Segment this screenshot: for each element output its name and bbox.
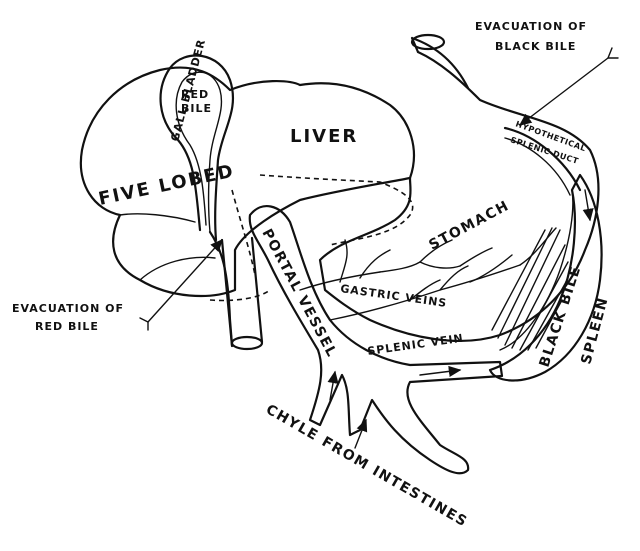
splenic-duct-inner bbox=[504, 137, 571, 196]
portal-vessel bbox=[248, 205, 504, 475]
label-red-bile-1: RED bbox=[181, 88, 209, 101]
spleen-arrow bbox=[582, 189, 594, 222]
liver-dashed-boundary bbox=[209, 189, 271, 302]
label-black-bile: BLACK BILE bbox=[537, 264, 585, 370]
stomach-dashed-boundary bbox=[259, 174, 414, 246]
liver-lobe-line-1 bbox=[119, 213, 196, 223]
vena-cava-tube bbox=[220, 236, 264, 348]
liver-outline bbox=[79, 66, 415, 298]
label-evac-red-2: RED BILE bbox=[35, 320, 99, 333]
black-bile-arrow bbox=[518, 57, 609, 126]
spleen-outline bbox=[488, 173, 603, 382]
spleen-inner bbox=[499, 189, 574, 351]
gall-bladder-outline bbox=[159, 54, 235, 242]
chyle-arrow-2 bbox=[354, 418, 368, 449]
esophagus-opening bbox=[410, 33, 446, 51]
spleen-hatching bbox=[491, 227, 569, 351]
chyle-arrow-1 bbox=[327, 370, 339, 401]
label-gastric-veins: GASTRIC VEINS bbox=[340, 282, 448, 310]
label-stomach: STOMACH bbox=[426, 198, 512, 254]
gall-bladder-inner bbox=[175, 71, 223, 233]
red-bile-arrow-tail bbox=[139, 317, 149, 331]
label-red-bile-2: BILE bbox=[181, 102, 212, 115]
red-bile-arrow bbox=[147, 238, 223, 323]
gastric-veins bbox=[299, 227, 557, 321]
label-evac-black-1: EVACUATION OF bbox=[475, 20, 587, 33]
label-liver: LIVER bbox=[290, 126, 358, 147]
label-evac-red-1: EVACUATION OF bbox=[12, 302, 124, 315]
vena-cava-opening bbox=[230, 335, 264, 351]
splenic-duct bbox=[503, 126, 582, 192]
splenic-vein-arrow bbox=[419, 365, 462, 377]
label-evac-black-2: BLACK BILE bbox=[495, 40, 576, 53]
liver-lobe-line-2 bbox=[139, 256, 216, 281]
black-bile-arrow-tail bbox=[607, 47, 619, 59]
